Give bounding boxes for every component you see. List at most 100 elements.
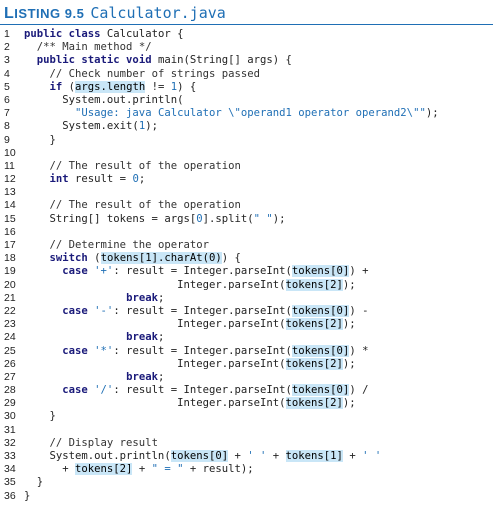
code-token [24, 371, 126, 383]
highlighted-token: args.length [75, 80, 146, 93]
code-token: ) { [177, 80, 197, 93]
literal-token: "Usage: java Calculator \"operand1 opera… [75, 107, 426, 120]
code-line: 9 } [0, 134, 493, 147]
code-text: case '*': result = Integer.parseInt(toke… [24, 344, 368, 358]
code-text: System.exit(1); [24, 120, 158, 133]
code-text: Integer.parseInt(tokens[2]); [24, 357, 356, 371]
line-number: 1 [4, 28, 10, 40]
keyword-token: if [49, 80, 69, 93]
line-number: 24 [4, 331, 16, 344]
code-token: + [342, 450, 363, 462]
line-number: 17 [4, 239, 16, 251]
code-text: } [24, 490, 30, 503]
code-line: 10 [0, 147, 493, 160]
highlighted-token: tokens[0] [291, 344, 350, 357]
code-text: Integer.parseInt(tokens[2]); [24, 278, 356, 292]
highlighted-token: tokens[0] [291, 304, 350, 317]
code-token: } [24, 489, 31, 502]
listing-label: LISTING 9.5 [4, 5, 84, 22]
code-token: + [266, 450, 286, 462]
line-number: 8 [4, 120, 10, 133]
code-token: ; [157, 331, 165, 344]
literal-token: 1 [170, 80, 178, 93]
code-token: + [228, 450, 248, 462]
keyword-token: case [62, 265, 95, 278]
comment-token: // The result of the operation [49, 159, 241, 172]
code-token: ; [157, 370, 165, 383]
line-number: 36 [4, 489, 16, 502]
line-number: 6 [4, 93, 10, 106]
code-line: 28 case '/': result = Integer.parseInt(t… [0, 384, 493, 397]
code-token [24, 68, 50, 80]
code-text: } [24, 134, 56, 147]
highlighted-token: tokens[2] [285, 278, 343, 291]
code-token [24, 81, 50, 93]
code-line: 33 System.out.println(tokens[0] + ' ' + … [0, 450, 493, 463]
code-text: + tokens[2] + " = " + result); [24, 463, 254, 476]
keyword-token: case [62, 344, 95, 357]
code-token: ; [157, 291, 165, 304]
line-number: 7 [4, 107, 10, 120]
code-line: 15 String[] tokens = args[0].split(" "); [0, 213, 493, 226]
code-line: 2 /** Main method */ [0, 41, 493, 54]
code-text: // Display result [24, 437, 158, 450]
code-token: : result = Integer.parseInt( [113, 304, 292, 317]
literal-token: ' ' [247, 450, 267, 462]
code-text: case '/': result = Integer.parseInt(toke… [24, 384, 368, 397]
line-number: 20 [4, 278, 16, 291]
line-number: 15 [4, 212, 16, 225]
literal-token: " = " [151, 463, 184, 476]
literal-token: 0 [132, 173, 139, 186]
code-token: System.out.println( [24, 450, 171, 462]
line-number: 19 [4, 265, 16, 278]
code-line: 7 "Usage: java Calculator \"operand1 ope… [0, 107, 493, 120]
code-line: 17 // Determine the operator [0, 239, 493, 252]
highlighted-token: tokens[2] [285, 357, 343, 370]
title-divider [0, 24, 493, 25]
line-number: 3 [4, 54, 10, 67]
code-token [24, 239, 50, 251]
code-token: ) / [349, 384, 369, 397]
code-line: 22 case '-': result = Integer.parseInt(t… [0, 304, 493, 318]
code-line: 31 [0, 424, 493, 437]
code-line: 30 } [0, 410, 493, 423]
code-token [24, 107, 75, 119]
line-number: 23 [4, 318, 16, 331]
code-token: System.exit( [24, 120, 139, 133]
comment-token: // The result of the operation [49, 199, 241, 212]
code-token [24, 437, 50, 449]
code-line: 21 break; [0, 292, 493, 305]
line-number: 35 [4, 476, 16, 489]
code-text: break; [24, 292, 164, 305]
code-text: Integer.parseInt(tokens[2]); [24, 318, 356, 331]
line-number: 2 [4, 41, 10, 54]
code-token [24, 54, 37, 66]
code-token: ); [425, 107, 439, 120]
comment-token: // Determine the operator [49, 239, 209, 251]
line-number: 22 [4, 304, 16, 317]
keyword-token: switch [49, 252, 95, 265]
line-number: 31 [4, 423, 16, 436]
line-number: 12 [4, 173, 16, 186]
code-token [24, 160, 50, 172]
code-token: } [24, 476, 44, 489]
code-token: ); [145, 120, 158, 133]
highlighted-token: tokens[2] [285, 318, 343, 331]
code-line: 6 System.out.println( [0, 94, 493, 107]
keyword-token: break [126, 331, 158, 344]
line-number: 16 [4, 225, 16, 238]
code-token: System.out.println( [24, 93, 184, 106]
code-line: 5 if (args.length != 1) { [0, 80, 493, 94]
code-text: // Determine the operator [24, 239, 209, 252]
code-token: Integer.parseInt( [24, 318, 286, 331]
line-number: 14 [4, 199, 16, 212]
code-token: ) { [221, 252, 241, 265]
listing-filename: Calculator.java [90, 4, 226, 22]
code-token: } [24, 410, 56, 423]
code-text: /** Main method */ [24, 41, 152, 54]
code-line: 4 // Check number of strings passed [0, 68, 493, 81]
line-number: 33 [4, 450, 16, 462]
code-text: if (args.length != 1) { [24, 80, 197, 94]
